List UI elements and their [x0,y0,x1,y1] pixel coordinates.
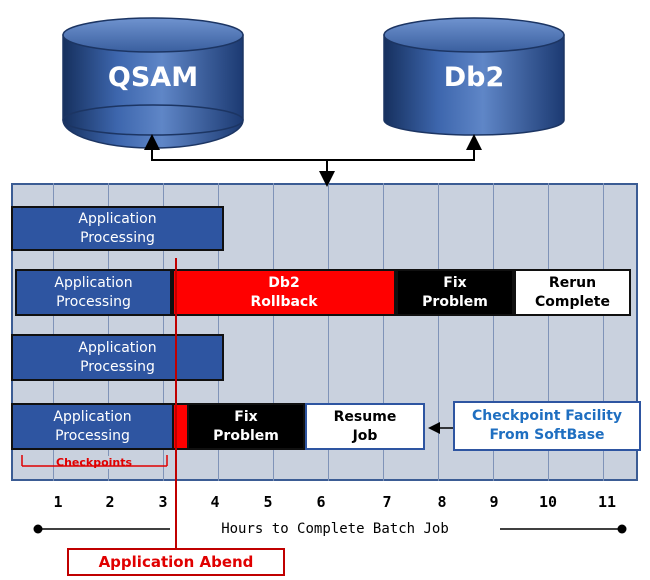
hour-tick: 3 [158,493,168,511]
hour-gridline [328,183,329,481]
hour-tick: 10 [538,493,558,511]
hour-tick: 9 [489,493,499,511]
hour-tick: 5 [263,493,273,511]
hour-tick: 7 [382,493,392,511]
qsam-cylinder [62,17,244,149]
hour-gridline [53,183,54,481]
rerun-complete-box: Rerun Complete [514,269,631,316]
application-processing-box: Application Processing [15,269,172,316]
axis-label: Hours to Complete Batch Job [170,521,500,537]
db2-rollback-box: Db2 Rollback [172,269,396,316]
hour-tick: 1 [53,493,63,511]
hour-gridline [603,183,604,481]
hour-gridline [218,183,219,481]
db2-label: Db2 [443,62,505,93]
application-processing-box: Application Processing [11,334,224,381]
hour-gridline [108,183,109,481]
application-processing-box: Application Processing [11,403,174,450]
hour-gridline [548,183,549,481]
hour-tick: 4 [210,493,220,511]
fix-problem-box: Fix Problem [396,269,514,316]
abend-line [175,258,177,549]
hour-gridline [493,183,494,481]
abend-overlap-bar [174,403,187,450]
hour-tick: 8 [437,493,447,511]
application-processing-box: Application Processing [11,206,224,251]
hour-tick: 11 [597,493,617,511]
hour-gridline [383,183,384,481]
resume-job-box: Resume Job [305,403,425,450]
checkpoint-facility-box: Checkpoint Facility From SoftBase [453,401,641,451]
db2-cylinder [383,17,565,136]
hour-gridline [163,183,164,481]
qsam-label: QSAM [107,62,199,93]
fix-problem-box: Fix Problem [187,403,305,450]
hour-gridline [438,183,439,481]
hour-tick: 6 [316,493,326,511]
hour-tick: 2 [105,493,115,511]
hour-gridline [273,183,274,481]
application-abend-label: Application Abend [67,548,285,576]
